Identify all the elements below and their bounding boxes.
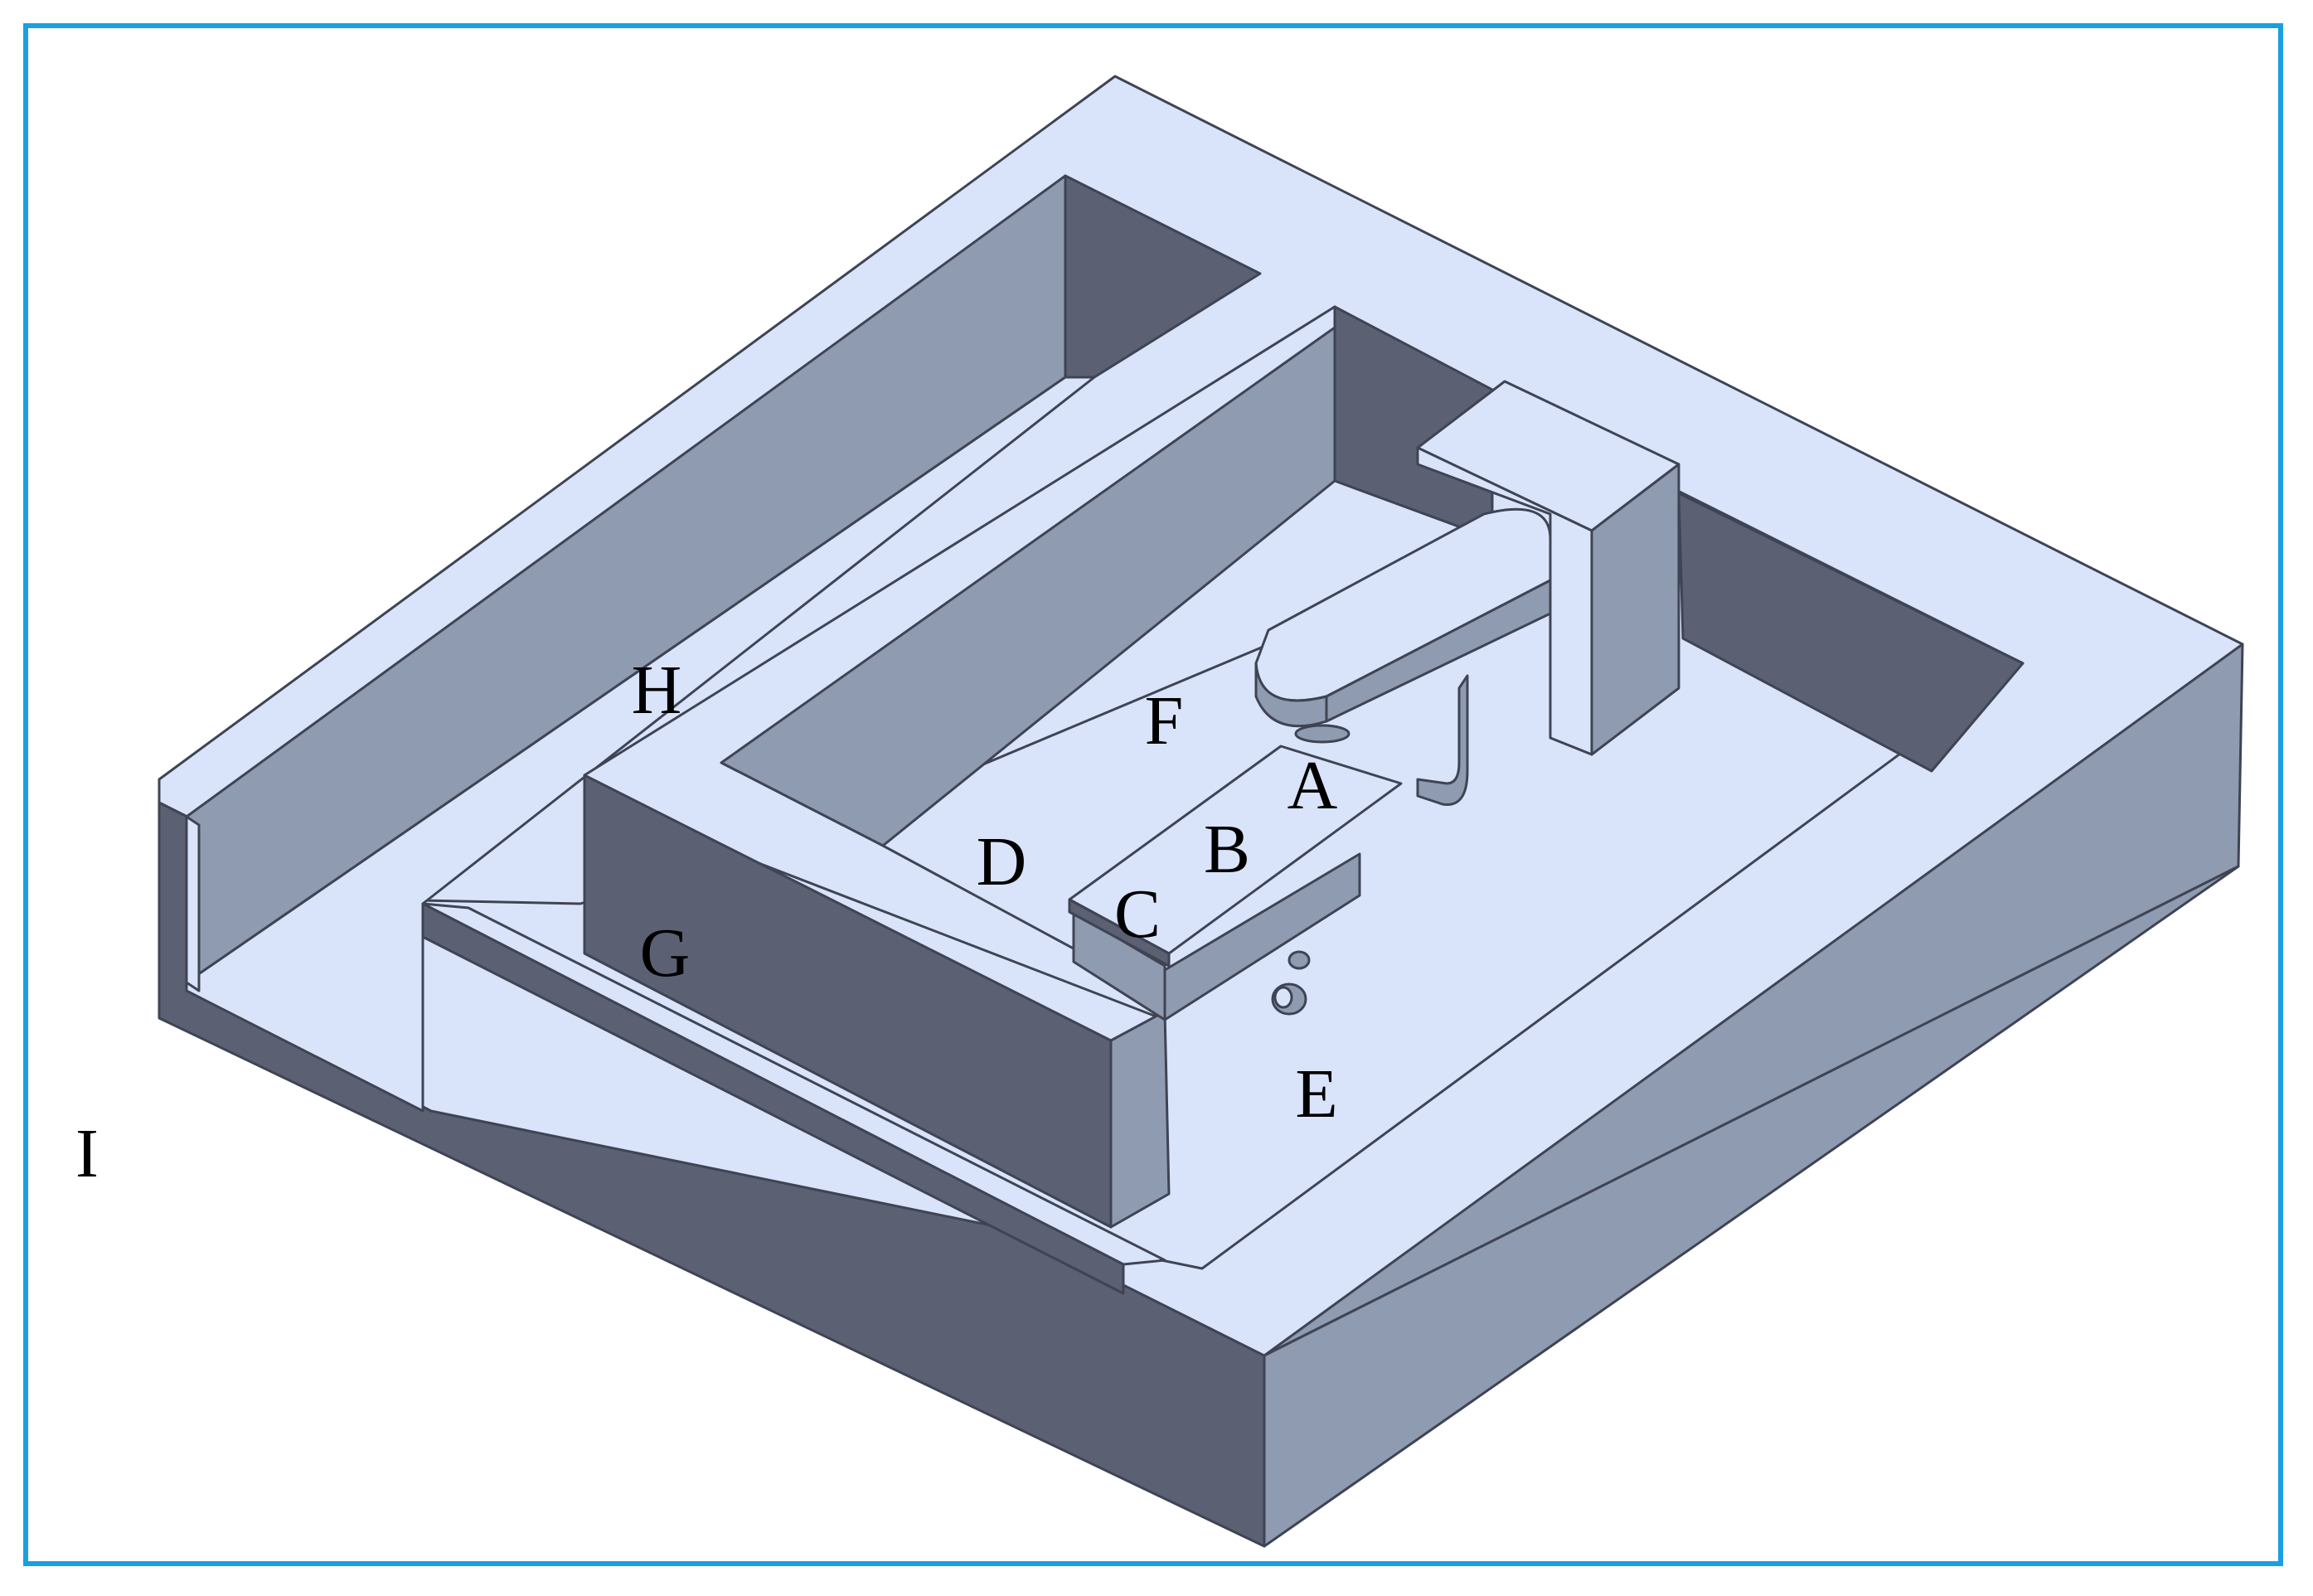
left-corridor-inner-side: [185, 815, 201, 992]
couch-top-edge: [1068, 898, 1171, 968]
label-g: G: [639, 914, 691, 992]
label-h: H: [631, 652, 682, 729]
gantry-c-arm: [1416, 674, 1469, 806]
label-f: F: [1144, 682, 1184, 759]
inner-room-right-back-wall: [1677, 492, 2024, 773]
object-e-upper: [1287, 950, 1311, 970]
label-d: D: [976, 823, 1027, 900]
label-i: I: [75, 1115, 99, 1192]
outer-wall-front-right-lower: [1263, 865, 2240, 1548]
gantry-nozzle: [1294, 724, 1350, 744]
wall-h-end-face: [1109, 1010, 1171, 1229]
label-b: B: [1203, 811, 1251, 888]
gantry-block-right: [1590, 463, 1680, 756]
wall-h-top: [583, 305, 1336, 1021]
object-e-lower-face: [1273, 986, 1293, 1009]
wall-g-front: [421, 902, 1125, 1295]
label-c: C: [1113, 876, 1161, 953]
label-e: E: [1295, 1055, 1338, 1133]
gantry-arm-side: [1325, 579, 1552, 723]
label-a: A: [1287, 747, 1338, 824]
